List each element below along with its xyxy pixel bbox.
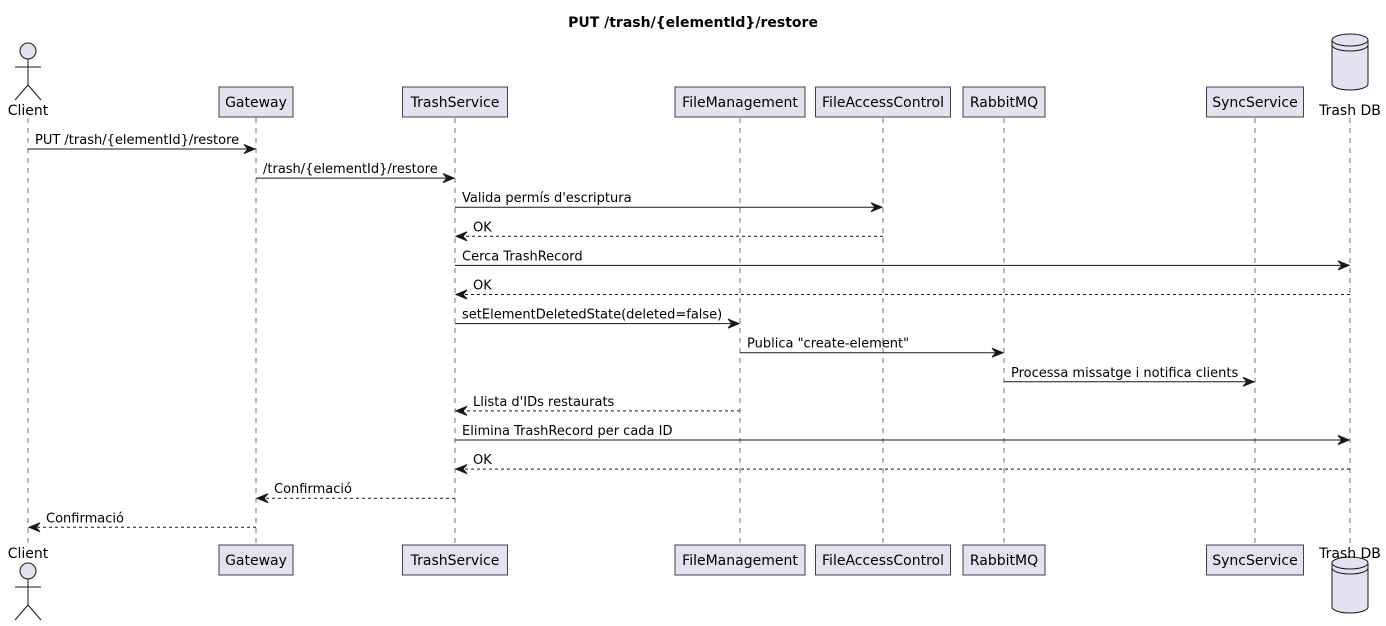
message-3: Valida permís d'escriptura	[455, 191, 884, 213]
diagram-title: PUT /trash/{elementId}/restore	[568, 15, 818, 31]
participant-box	[402, 544, 508, 576]
participant-label: FileManagement	[682, 553, 798, 569]
message-label: Llista d'IDs restaurats	[473, 395, 615, 410]
participant-box	[815, 86, 951, 118]
participant-fac-bottom: FileAccessControl	[815, 544, 951, 576]
arrowhead-icon	[1337, 435, 1351, 445]
message-4: OK	[454, 220, 883, 242]
actor-icon	[14, 42, 42, 101]
message-5: Cerca TrashRecord	[455, 249, 1351, 271]
message-label: Publica "create-element"	[747, 337, 909, 352]
participant-box	[218, 86, 294, 118]
message-label: Valida permís d'escriptura	[462, 191, 632, 206]
arrowhead-icon	[454, 464, 468, 475]
message-label: OK	[473, 279, 492, 294]
message-label: Elimina TrashRecord per cada ID	[462, 424, 673, 439]
lifelines	[27, 118, 1351, 545]
arrowhead-icon	[27, 522, 41, 533]
message-14: Confirmació	[27, 511, 256, 533]
arrowhead-icon	[454, 405, 468, 416]
arrowhead-icon	[727, 318, 741, 329]
participant-label: FileAccessControl	[822, 95, 944, 111]
arrowhead-icon	[255, 493, 269, 504]
participant-gateway-top: Gateway	[218, 86, 294, 118]
participant-label: Gateway	[225, 95, 287, 111]
message-label: setElementDeletedState(deleted=false)	[462, 308, 722, 323]
participant-rmq-top: RabbitMQ	[962, 86, 1046, 118]
arrowhead-icon	[1242, 376, 1256, 387]
arrowhead-icon	[243, 144, 257, 154]
participant-box	[962, 544, 1046, 576]
participant-label: SyncService	[1212, 95, 1297, 111]
participant-label: FileAccessControl	[822, 553, 944, 569]
participant-sync-bottom: SyncService	[1206, 544, 1304, 576]
message-1: PUT /trash/{elementId}/restore	[28, 133, 257, 154]
participant-label: TrashService	[410, 95, 500, 111]
participant-label: SyncService	[1212, 553, 1297, 569]
participant-label: Trash DB	[1318, 103, 1381, 119]
participant-trash-bottom: TrashService	[402, 544, 508, 576]
participant-label: FileManagement	[682, 95, 798, 111]
participant-gateway-bottom: Gateway	[218, 544, 294, 576]
message-8: Publica "create-element"	[740, 337, 1005, 358]
participant-client-bottom: Client	[8, 546, 49, 621]
actor-icon	[14, 562, 42, 621]
message-10: Llista d'IDs restaurats	[454, 395, 740, 416]
participant-fm-bottom: FileManagement	[674, 544, 806, 576]
message-label: PUT /trash/{elementId}/restore	[35, 133, 239, 148]
participant-label: TrashService	[410, 553, 500, 569]
database-icon	[1331, 556, 1369, 614]
arrowhead-icon	[1337, 260, 1351, 271]
participant-fm-top: FileManagement	[674, 86, 806, 118]
message-label: Cerca TrashRecord	[462, 249, 583, 264]
message-9: Processa missatge i notifica clients	[1004, 366, 1256, 387]
database-icon	[1331, 33, 1369, 91]
messages: PUT /trash/{elementId}/restore/trash/{el…	[27, 133, 1351, 533]
participant-box	[674, 86, 806, 118]
message-13: Confirmació	[255, 482, 455, 504]
participant-trash-top: TrashService	[402, 86, 508, 118]
arrowhead-icon	[454, 231, 468, 242]
participant-db-bottom: Trash DB	[1318, 546, 1381, 614]
message-label: Processa missatge i notifica clients	[1011, 366, 1238, 381]
participant-sync-top: SyncService	[1206, 86, 1304, 118]
participant-label: Client	[8, 103, 49, 119]
participant-label: Trash DB	[1318, 546, 1381, 562]
participant-rmq-bottom: RabbitMQ	[962, 544, 1046, 576]
message-2: /trash/{elementId}/restore	[256, 162, 456, 184]
participant-client-top: Client	[8, 42, 49, 119]
participant-box	[815, 544, 951, 576]
participant-label: RabbitMQ	[970, 95, 1038, 111]
participant-fac-top: FileAccessControl	[815, 86, 951, 118]
message-6: OK	[454, 279, 1350, 300]
message-7: setElementDeletedState(deleted=false)	[455, 308, 741, 329]
arrowhead-icon	[870, 202, 884, 213]
arrowhead-icon	[454, 289, 468, 300]
message-label: /trash/{elementId}/restore	[263, 162, 438, 177]
participant-label: Gateway	[225, 553, 287, 569]
participant-label: Client	[8, 546, 49, 562]
participant-box	[402, 86, 508, 118]
participant-box	[1206, 544, 1304, 576]
participants: ClientClientGatewayGatewayTrashServiceTr…	[8, 33, 1381, 621]
message-label: Confirmació	[274, 482, 352, 497]
participant-db-top: Trash DB	[1318, 33, 1381, 119]
message-12: OK	[454, 453, 1350, 475]
participant-box	[674, 544, 806, 576]
participant-box	[218, 544, 294, 576]
message-11: Elimina TrashRecord per cada ID	[455, 424, 1351, 445]
participant-box	[962, 86, 1046, 118]
arrowhead-icon	[991, 347, 1005, 358]
arrowhead-icon	[442, 173, 456, 184]
message-label: OK	[473, 453, 492, 468]
message-label: OK	[473, 220, 492, 235]
participant-box	[1206, 86, 1304, 118]
participant-label: RabbitMQ	[970, 553, 1038, 569]
message-label: Confirmació	[46, 511, 124, 526]
